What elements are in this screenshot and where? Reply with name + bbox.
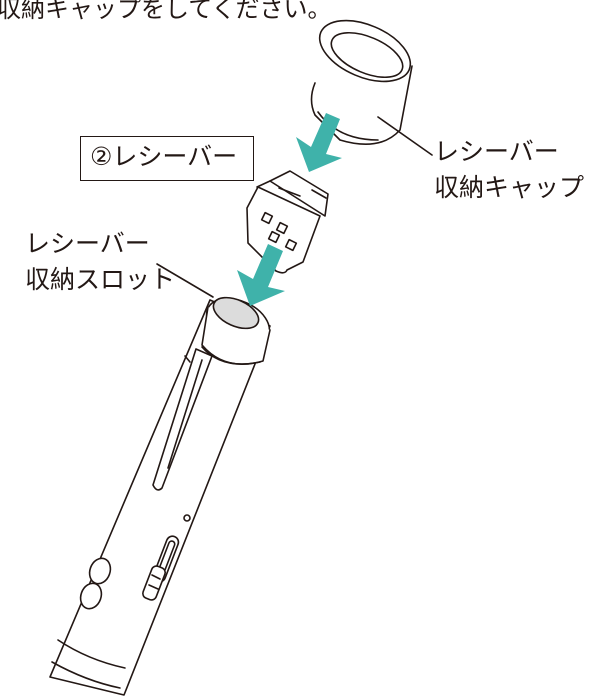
slot-label-line1: レシーバー	[25, 229, 150, 258]
step-label-box	[80, 136, 254, 181]
down-arrow-icon	[237, 113, 342, 306]
pen-presenter-icon	[49, 296, 271, 696]
cap-label-line2: 収納キャップ	[434, 173, 585, 202]
cap-label-line1: レシーバー	[434, 137, 559, 166]
instruction-text: 収納キャップをしてください。	[0, 0, 332, 23]
step-label: ②レシーバー	[90, 142, 238, 171]
usb-receiver-icon	[246, 170, 329, 274]
slot-label-line2: 収納スロット	[25, 265, 176, 294]
